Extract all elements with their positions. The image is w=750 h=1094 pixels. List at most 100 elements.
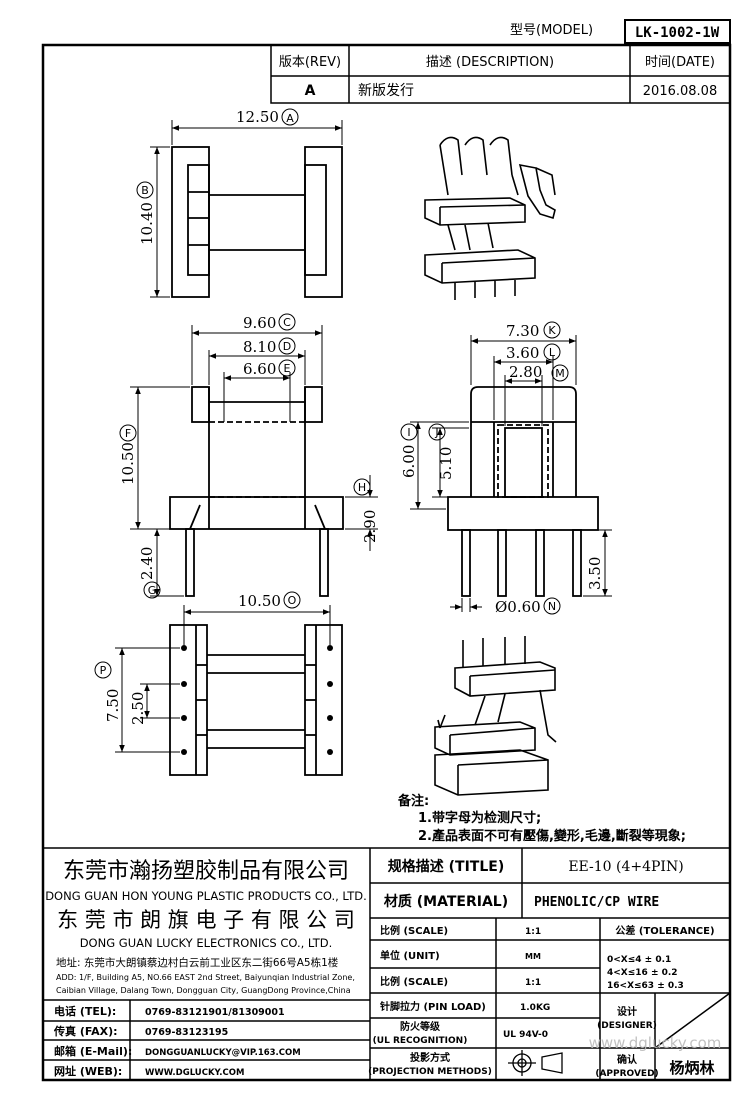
notes-title: 备注: [397,793,429,809]
tolerance-row-1: 0<X≤4 ± 0.1 [607,955,671,965]
dim-H [345,475,378,551]
dim-K-letter: K [548,324,556,337]
tel-value: 0769-83121901/81309001 [145,1007,285,1018]
fax-value: 0769-83123195 [145,1027,228,1038]
material-label: 材质 (MATERIAL) [384,893,508,910]
dim-Q [140,683,180,719]
company-cn-2: 东 莞 市 朗 旗 电 子 有 限 公 司 [57,908,355,932]
fax-label: 传真 (FAX): [53,1024,118,1038]
company-en-2: DONG GUAN LUCKY ELECTRONICS CO., LTD. [80,936,333,950]
dim-N [583,529,612,597]
unit-value: MM [525,952,541,961]
bottom-view-pins [181,645,333,755]
tolerance-row-2: 4<X≤16 ± 0.2 [607,968,678,978]
title-block [43,847,731,1080]
desc-value: 新版发行 [358,83,414,99]
dim-D [208,337,306,385]
bottom-view [169,624,343,776]
company-address-en-1: ADD: 1/F, Building A5, NO.66 EAST 2nd St… [56,973,355,982]
dim-G-letter: G [148,584,157,597]
dim-A-letter: A [286,112,294,125]
dim-I-letter: I [407,426,410,439]
dim-P-value: 7.50 [104,689,122,722]
date-value: 2016.08.08 [643,84,717,99]
projection-label-cn: 投影方式 [410,1051,450,1064]
side-view [447,386,599,597]
dim-L-value: 3.60 [506,344,539,362]
projection-symbol-icon [508,1050,563,1076]
dim-O-letter: O [288,594,297,607]
dim-M [504,364,569,426]
email-label: 邮箱 (E-Mail): [54,1044,132,1058]
notes-item-1: 1.带字母为检测尺寸; [418,810,541,826]
dim-B-value: 10.40 [138,202,156,245]
approved-value: 杨炳林 [669,1059,715,1077]
dim-J-value: 5.10 [437,447,455,480]
tel-label: 电话 (TEL): [54,1004,116,1018]
dim-F-value: 10.50 [119,442,137,485]
dim-B-letter: B [141,184,149,197]
company-en-1: DONG GUAN HON YOUNG PLASTIC PRODUCTS CO.… [45,889,367,903]
designer-label-en: (DESIGNER) [597,1021,657,1031]
dim-B [136,146,170,298]
dim-pin-diameter [450,597,561,615]
web-label: 网址 (WEB): [54,1064,122,1078]
dim-E-value: 6.60 [243,360,276,378]
dim-I-value: 6.00 [400,445,418,478]
date-label: 时间(DATE) [645,55,715,70]
dim-P [94,647,180,753]
dim-D-letter: D [283,340,291,353]
front-view [169,386,344,597]
dim-K-value: 7.30 [506,322,539,340]
tolerance-label: 公差 (TOLERANCE) [615,924,714,937]
dim-C [191,313,323,385]
company-address-en-2: Caibian Village, Dalang Town, Dongguan C… [56,986,351,995]
dim-P-letter: P [100,664,107,677]
dim-L-letter: L [549,346,556,359]
dim-G-value: 2.40 [138,547,156,580]
pinload-label: 针脚拉力 (PIN LOAD) [380,1000,486,1013]
dim-H-letter: H [358,481,366,494]
dim-C-value: 9.60 [243,314,276,332]
company-address-cn: 地址: 东莞市大朗镇蔡边村白云前工业区东二街66号A5栋1楼 [56,956,339,969]
projection-label-en: (PROJECTION METHODS) [368,1067,492,1077]
ul-value: UL 94V-0 [503,1030,548,1040]
model-header: 型号(MODEL) LK-1002-1W [510,19,731,44]
dim-H-value: 2.90 [361,510,379,543]
dim-J-letter: J [434,426,438,439]
model-value: LK-1002-1W [635,25,720,41]
dim-M-letter: M [555,367,565,380]
dim-Nd-letter: N [548,600,556,613]
unit-label: 单位 (UNIT) [380,949,440,962]
scale-value: 1:1 [525,927,541,937]
revision-table [270,44,731,104]
dim-J [428,423,469,498]
dim-K [470,321,577,385]
tolerance-row-3: 16<X≤63 ± 0.3 [607,981,684,991]
designer-label-cn: 设计 [617,1005,637,1018]
email-value: DONGGUANLUCKY@VIP.163.COM [145,1048,301,1058]
desc-label: 描述 (DESCRIPTION) [426,55,554,70]
scale2-value: 1:1 [525,978,541,988]
dim-L [493,343,561,420]
dim-E [223,359,296,422]
company-cn-1: 东莞市瀚扬塑胶制品有限公司 [63,859,349,884]
material-value: PHENOLIC/CP WIRE [534,895,659,910]
dim-G [143,528,184,599]
scale-label: 比例 (SCALE) [380,924,448,937]
approved-label-en: (APPROVED) [595,1069,658,1079]
title-value: EE-10 (4+4PIN) [568,859,683,875]
dim-O [183,591,331,645]
dim-C-letter: C [283,316,291,329]
dim-M-value: 2.80 [509,363,542,381]
web-value: WWW.DGLUCKY.COM [145,1068,244,1078]
scale2-label: 比例 (SCALE) [380,975,448,988]
dim-I [400,421,469,510]
approved-label-cn: 确认 [617,1053,638,1066]
dim-A [171,108,343,145]
watermark: www.dglucky.com [589,1034,722,1052]
rev-value: A [305,83,316,99]
dim-Q-value: 2.50 [129,692,147,725]
isometric-view-lower [434,636,557,796]
